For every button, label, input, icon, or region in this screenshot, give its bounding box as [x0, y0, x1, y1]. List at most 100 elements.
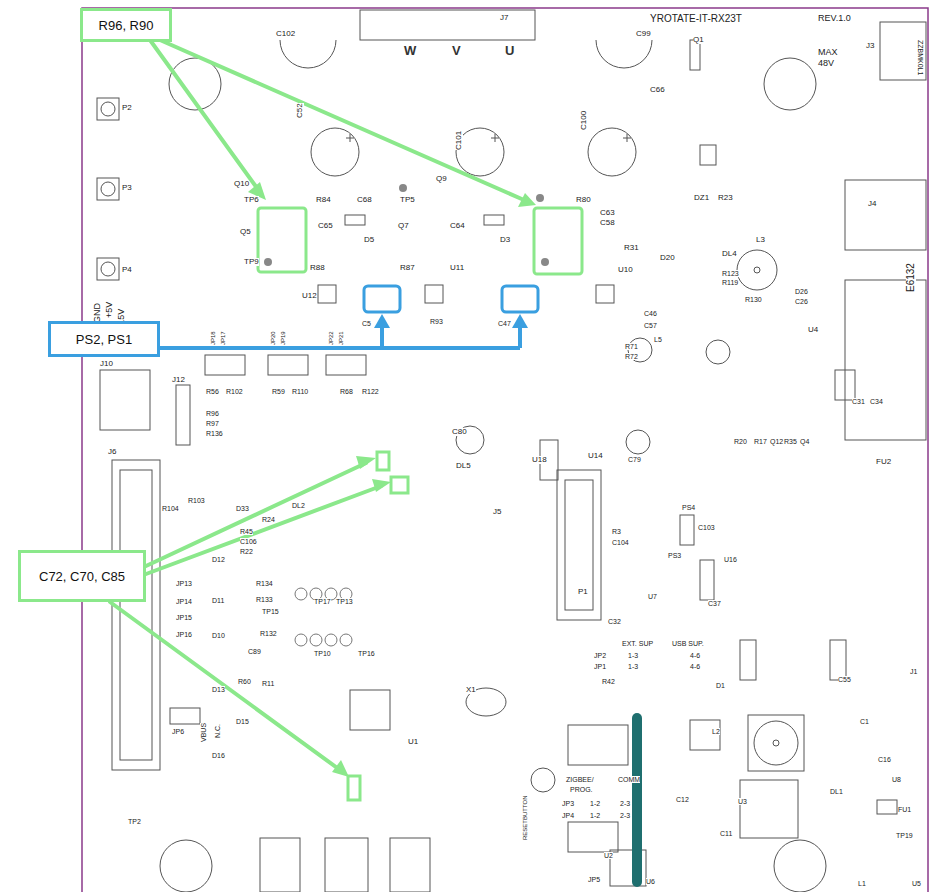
silkscreen-label: FU2: [876, 458, 891, 466]
silkscreen-label: JP18: [210, 331, 216, 345]
silkscreen-label: E6132: [906, 263, 916, 292]
capacitor-symbol: [280, 40, 336, 68]
leader-arrow: [146, 463, 366, 566]
silkscreen-label: R122: [362, 388, 379, 395]
callout-text: R96, R90: [99, 18, 154, 33]
silkscreen-label: DL1: [830, 788, 843, 795]
silkscreen-label: C1: [860, 718, 869, 725]
jumper-bar: [632, 718, 642, 882]
mount-hole: [764, 58, 816, 110]
silkscreen-label: MAX: [818, 48, 838, 57]
silkscreen-label: TP9: [244, 258, 259, 266]
silkscreen-label: JP3: [562, 800, 574, 807]
silkscreen-label: C104: [612, 539, 629, 546]
silkscreen-label: D5: [364, 236, 374, 244]
silkscreen-label: J10: [100, 360, 113, 368]
callout-box: R96, R90: [80, 8, 172, 42]
silkscreen-label: D13: [212, 686, 225, 693]
silkscreen-label: Q4: [800, 438, 809, 445]
silkscreen-label: R72: [625, 353, 638, 360]
silkscreen-label: D3: [500, 236, 510, 244]
silkscreen-label: R80: [576, 196, 591, 204]
silkscreen-label: R87: [400, 264, 415, 272]
ic-package: [557, 470, 601, 620]
silkscreen-label: C31: [852, 398, 865, 405]
silkscreen-label: J5: [493, 508, 501, 516]
leader-arrow: [110, 602, 340, 770]
silkscreen-label: C79: [628, 456, 641, 463]
silkscreen-label: C63: [600, 209, 615, 217]
silkscreen-label: R123: [722, 270, 739, 277]
silkscreen-label: C100: [580, 111, 588, 130]
silkscreen-label: JP17: [220, 331, 226, 345]
silkscreen-label: Q9: [436, 175, 447, 183]
inductor: [737, 250, 777, 290]
silkscreen-label: JP19: [280, 331, 286, 345]
silkscreen-label: U: [505, 44, 514, 57]
silkscreen-label: JP4: [562, 812, 574, 819]
silkscreen-label: D11: [212, 597, 224, 604]
silkscreen-label: C65: [318, 222, 333, 230]
silkscreen-label: COMM: [618, 776, 640, 783]
silkscreen-label: R104: [162, 505, 179, 512]
silkscreen-label: L5: [654, 336, 662, 343]
silkscreen-label: C37: [708, 600, 721, 607]
silkscreen-label: C32: [608, 618, 621, 625]
silkscreen-label: U3: [738, 798, 747, 805]
silkscreen-label: U6: [646, 878, 655, 885]
leader-arrow: [146, 486, 381, 574]
board-outline: [82, 8, 928, 892]
silkscreen-label: P4: [122, 266, 132, 274]
silkscreen-label: U2: [604, 852, 613, 859]
silkscreen-label: 48V: [818, 59, 834, 68]
callout-box: PS2, PS1: [48, 321, 160, 357]
highlight-box: [502, 286, 538, 312]
leader-arrow: [150, 40, 257, 188]
silkscreen-label: JP1: [594, 663, 606, 670]
silkscreen-label: D10: [212, 632, 225, 639]
silkscreen-label: R88: [310, 264, 325, 272]
silkscreen-label: JP16: [176, 631, 192, 638]
silkscreen-label: 1-2: [590, 800, 600, 807]
silkscreen-label: YROTATE-IT-RX23T: [650, 14, 742, 24]
silkscreen-label: C11: [720, 830, 732, 837]
silkscreen-label: +5V: [105, 302, 114, 318]
connector: [360, 10, 535, 40]
silkscreen-label: R45: [240, 528, 253, 535]
silkscreen-label: J3: [866, 42, 874, 50]
silkscreen-label: R42: [602, 678, 615, 685]
silkscreen-label: U4: [808, 326, 818, 334]
silkscreen-label: P1: [578, 588, 588, 596]
silkscreen-label: P3: [122, 184, 132, 192]
silkscreen-label: U14: [588, 452, 603, 460]
silkscreen-label: DL4: [722, 250, 737, 258]
silkscreen-label: R60: [238, 678, 251, 685]
silkscreen-label: R35: [784, 438, 797, 445]
silkscreen-label: C12: [676, 796, 689, 803]
silkscreen-label: V: [452, 44, 461, 57]
silkscreen-label: C26: [795, 298, 808, 305]
silkscreen-label: U11: [450, 264, 464, 272]
silkscreen-label: TP6: [244, 196, 259, 204]
silkscreen-label: REV.1.0: [818, 14, 851, 23]
highlight-box: [534, 208, 582, 274]
silkscreen-label: U8: [892, 776, 901, 783]
silkscreen-label: C47: [498, 320, 511, 327]
silkscreen-label: PS4: [682, 504, 695, 511]
silkscreen-label: R71: [625, 343, 638, 350]
silkscreen-label: TP10: [314, 650, 331, 657]
callout-text: C72, C70, C85: [39, 569, 125, 584]
silkscreen-label: 4-6: [690, 652, 700, 659]
silkscreen-label: C66: [650, 86, 665, 94]
silkscreen-label: D15: [236, 718, 249, 725]
silkscreen-label: C52: [296, 103, 304, 118]
silkscreen-label: U10: [618, 266, 633, 274]
silkscreen-label: GND: [93, 303, 102, 323]
silkscreen-label: C101: [455, 131, 463, 150]
silkscreen-label: D26: [795, 288, 808, 295]
silkscreen-label: Q12: [770, 438, 783, 445]
silkscreen-label: C5: [362, 320, 371, 327]
silkscreen-label: D12: [212, 556, 225, 563]
header-connector: [112, 460, 160, 770]
silkscreen-label: C99: [636, 30, 651, 38]
